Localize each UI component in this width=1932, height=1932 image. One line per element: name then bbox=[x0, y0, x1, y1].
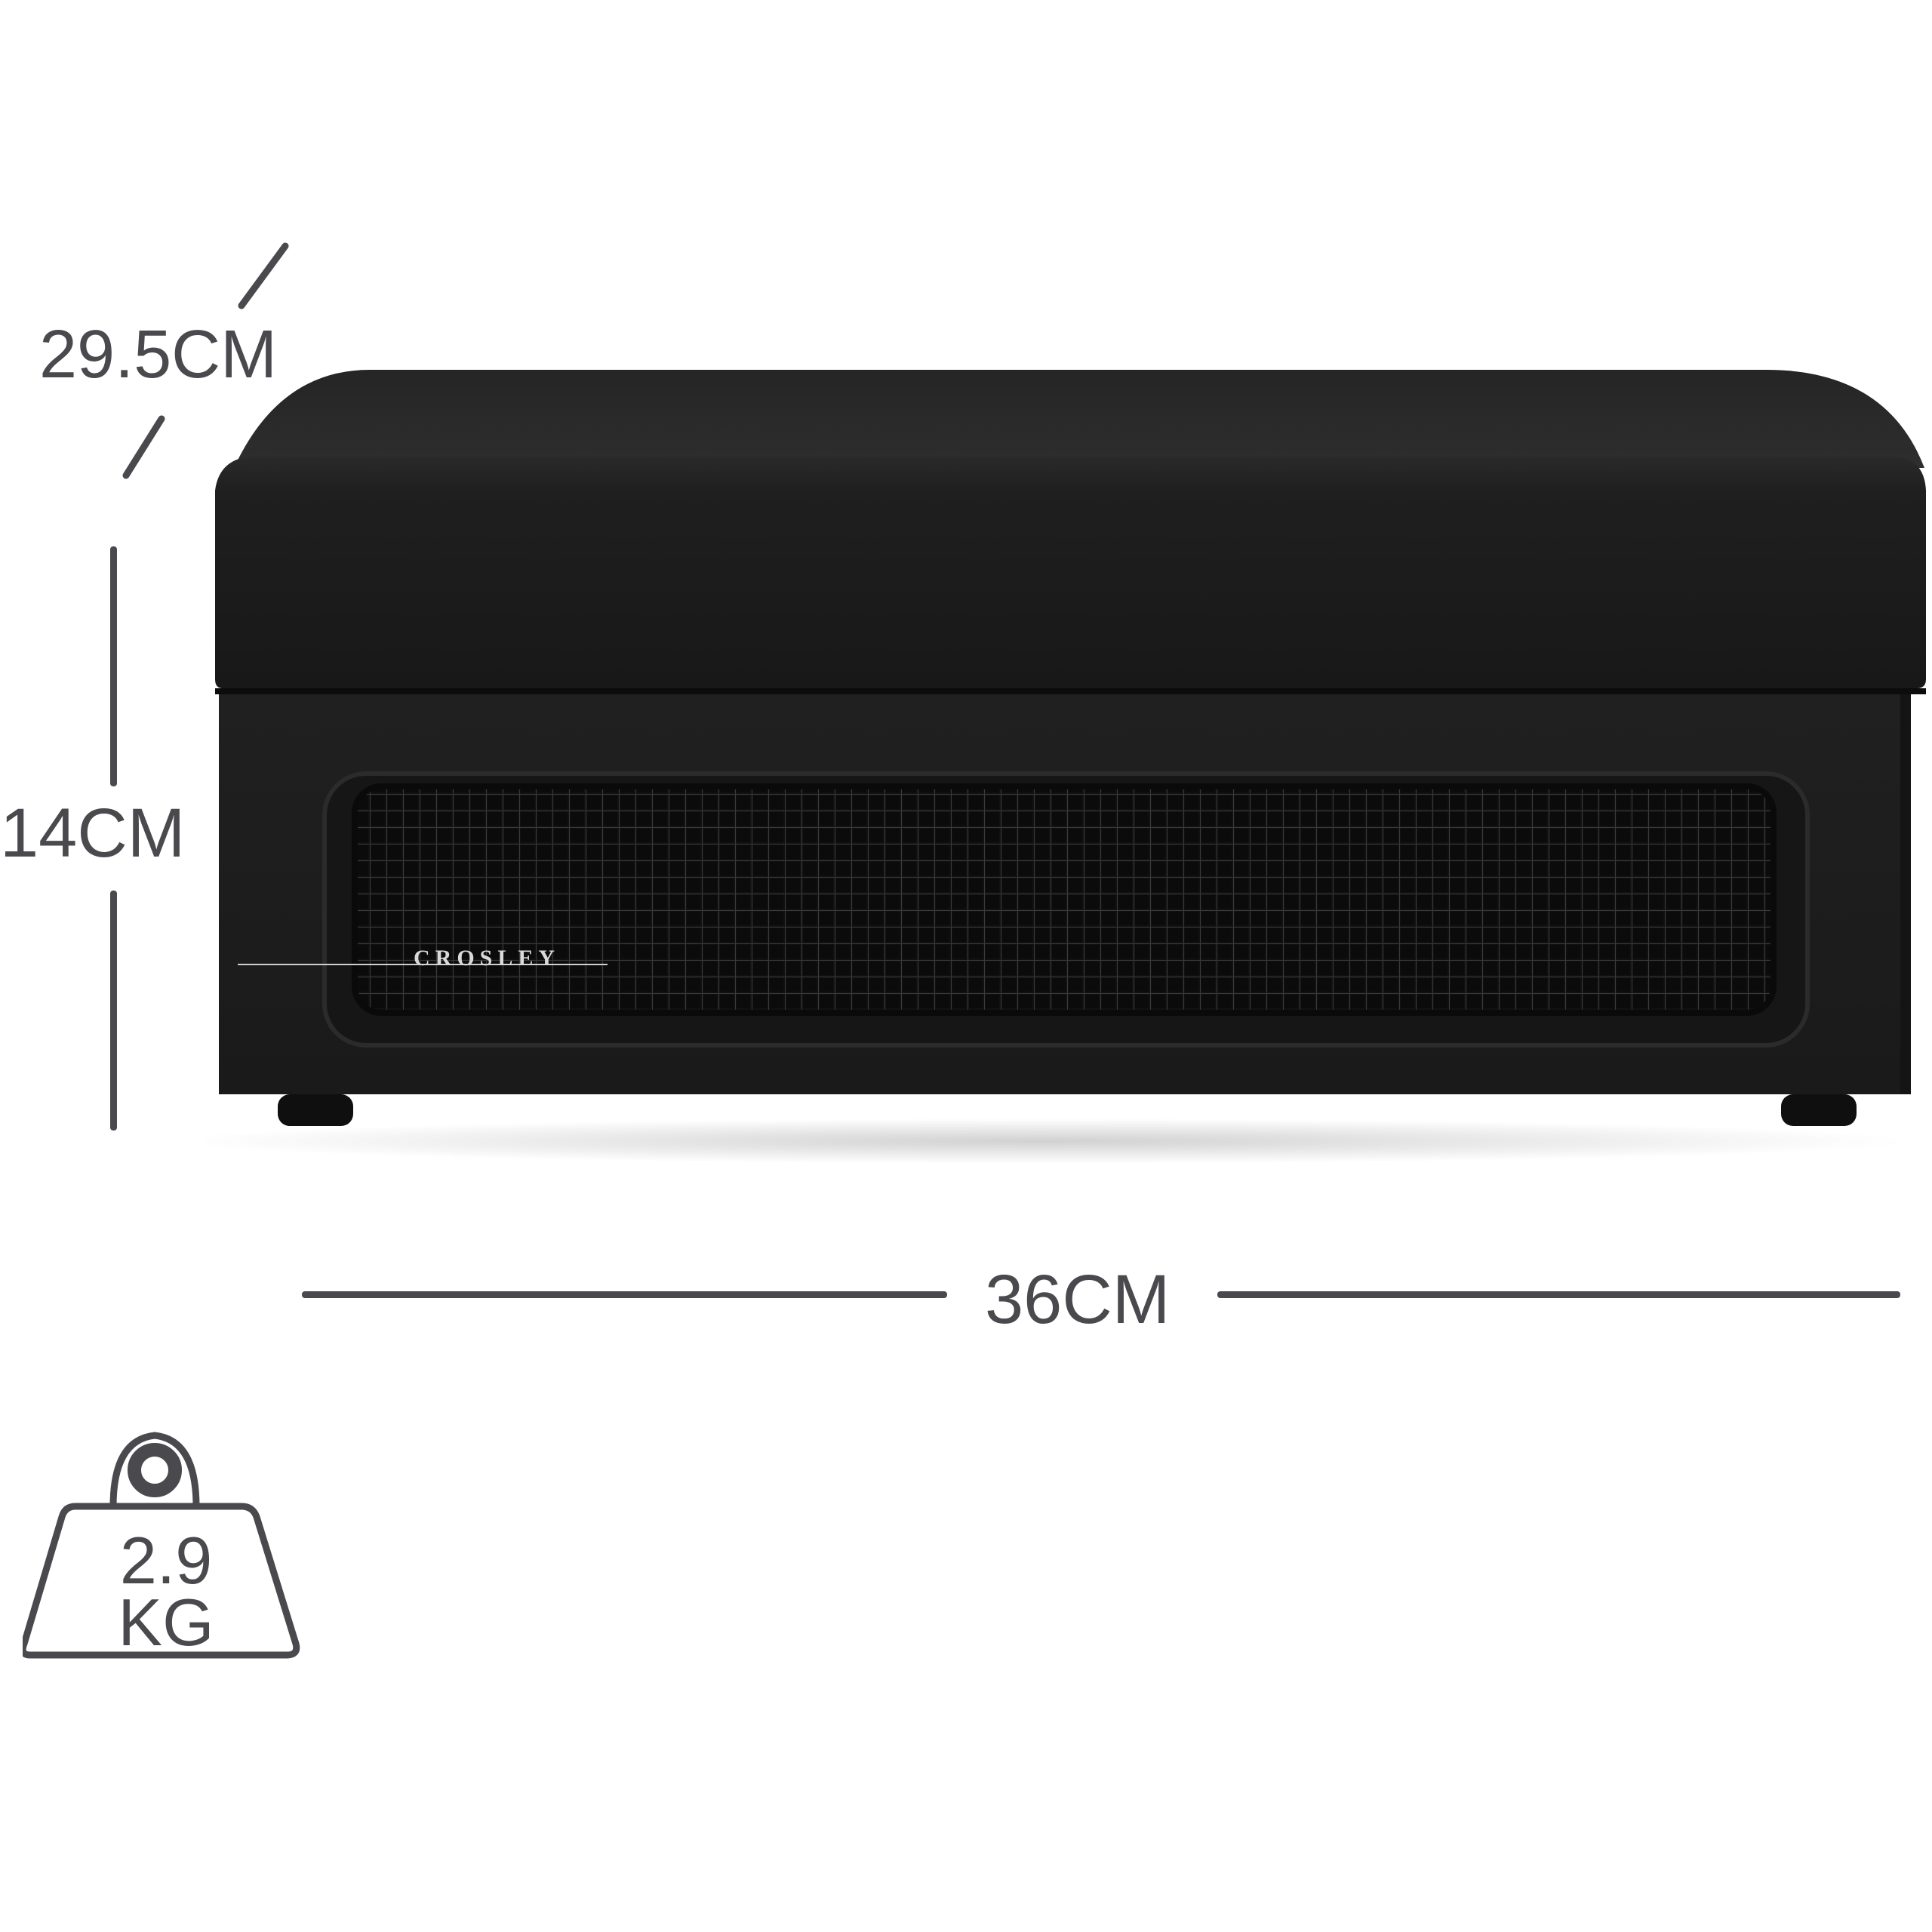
height-line-top bbox=[110, 546, 117, 786]
speaker-grill bbox=[355, 786, 1774, 1013]
width-line-right bbox=[1217, 1291, 1900, 1298]
record-player-case bbox=[204, 370, 1926, 1164]
width-line-left bbox=[302, 1291, 947, 1298]
weight-badge: 2.9 KG bbox=[23, 1425, 309, 1660]
foot-left bbox=[278, 1094, 353, 1126]
height-label: 14CM bbox=[0, 795, 186, 872]
foot-right bbox=[1781, 1094, 1857, 1126]
brand-logo: CROSLEY bbox=[414, 946, 561, 971]
depth-label: 29.5CM bbox=[39, 317, 278, 392]
product-image: CROSLEY bbox=[204, 362, 1932, 1177]
weight-value: 2.9 bbox=[119, 1523, 213, 1598]
weight-icon bbox=[23, 1432, 300, 1659]
width-label: 36CM bbox=[985, 1261, 1171, 1338]
height-line-bottom bbox=[110, 891, 117, 1131]
weight-unit: KG bbox=[118, 1585, 214, 1660]
